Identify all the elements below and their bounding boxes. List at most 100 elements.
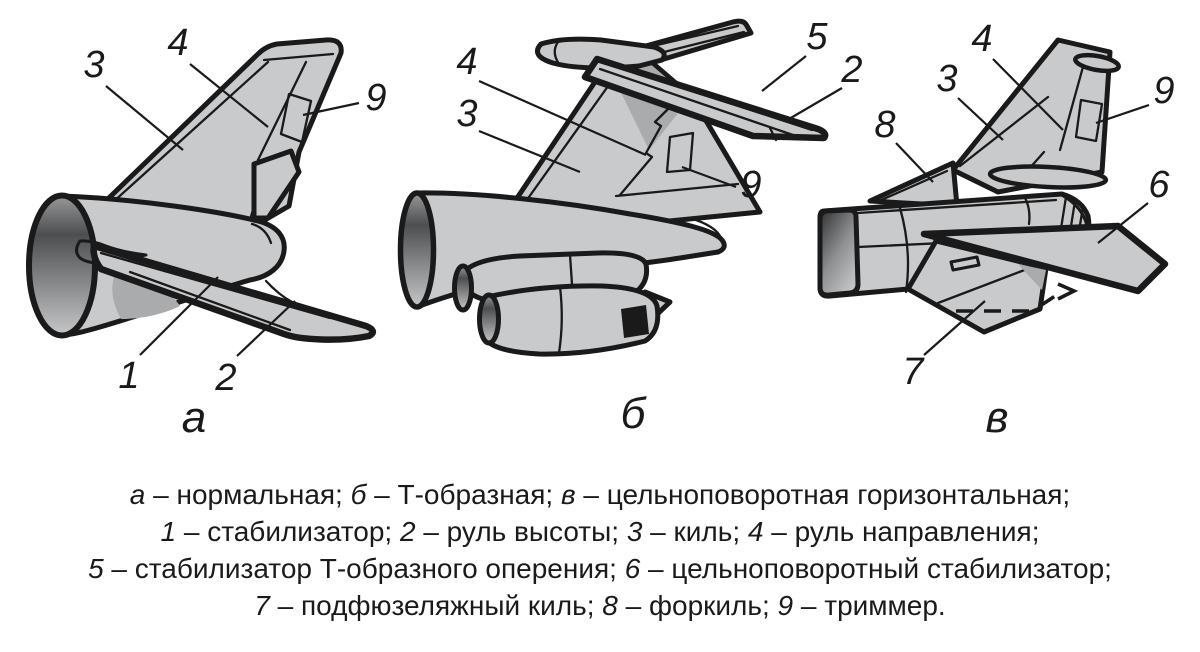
tailcone-crease bbox=[688, 216, 723, 240]
callout-number: 2 bbox=[214, 357, 236, 399]
far-engine-inlet bbox=[452, 263, 474, 313]
near-engine-inlet bbox=[477, 292, 501, 346]
ventral-fin-line bbox=[936, 264, 1037, 305]
callouts-a: 3 4 9 1 2а bbox=[83, 22, 386, 442]
diagram-label: а bbox=[182, 393, 206, 442]
diagram-normal-tail: 3 4 9 1 2а bbox=[26, 22, 387, 442]
diagram-label: в bbox=[986, 393, 1009, 442]
panel-line-rear bbox=[1022, 194, 1031, 226]
fin-spar-line bbox=[100, 60, 270, 214]
trim-tab bbox=[279, 92, 313, 144]
caption-segment: 4 bbox=[747, 516, 764, 547]
leader-line bbox=[478, 129, 581, 174]
callout-number: 8 bbox=[874, 104, 895, 146]
stabilizer-le-crease bbox=[99, 251, 332, 320]
figure-caption: а – нормальная; б – Т-образная; в – цель… bbox=[0, 476, 1200, 624]
leader-line bbox=[1097, 202, 1149, 244]
ventral-fin-shadow bbox=[1018, 264, 1046, 290]
leader-line bbox=[681, 165, 737, 189]
fuselage-opening bbox=[26, 192, 98, 339]
caption-segment: 5 bbox=[88, 553, 104, 584]
caption-segment: – киль; bbox=[642, 516, 748, 547]
far-tailplane-half bbox=[251, 148, 302, 221]
elevator-tip-chord bbox=[768, 126, 778, 142]
leader-line bbox=[895, 142, 934, 183]
caption-segment: – подфюзеляжный киль; bbox=[269, 590, 603, 621]
caption-segment: в bbox=[560, 479, 576, 510]
caption-line: 5 – стабилизатор Т-образного оперения; 6… bbox=[0, 550, 1200, 587]
trim-tab bbox=[1074, 98, 1104, 143]
deflection-dashed-diag bbox=[1039, 292, 1059, 308]
callout-number: 1 bbox=[118, 355, 139, 397]
callout-number: 9 bbox=[365, 77, 386, 119]
all-moving-stabilizer bbox=[920, 222, 1169, 295]
deflection-chevron bbox=[1057, 282, 1079, 301]
diagram-all-moving-tail: 438 9 6 7 в bbox=[817, 18, 1175, 442]
caption-segment: – Т-образная; bbox=[366, 479, 561, 510]
panel-line-front bbox=[898, 206, 910, 294]
caption-segment: б bbox=[350, 479, 367, 510]
callout-number: 9 bbox=[740, 164, 761, 206]
caption-line: а – нормальная; б – Т-образная; в – цель… bbox=[0, 476, 1200, 513]
leader-line bbox=[923, 300, 986, 356]
caption-segment: – форкиль; bbox=[617, 590, 778, 621]
leader-line bbox=[105, 85, 184, 151]
caption-segment: 1 bbox=[160, 516, 177, 547]
caption-segment: 8 bbox=[602, 590, 618, 621]
elevator-hinge-line bbox=[598, 67, 795, 137]
fin-spar-line bbox=[517, 80, 613, 213]
callout-number: 9 bbox=[1153, 70, 1174, 112]
leader-line bbox=[788, 87, 843, 120]
leader-line bbox=[957, 97, 1004, 141]
rudder-hinge-line bbox=[618, 93, 684, 197]
t-tail-bullet-fairing bbox=[535, 36, 667, 71]
caption-segment: а bbox=[129, 479, 146, 510]
tailcone-crease bbox=[250, 222, 273, 245]
callout-number: 6 bbox=[1148, 164, 1170, 206]
vertical-fin bbox=[950, 37, 1113, 195]
stabilizer-pivot-fairing bbox=[987, 164, 1109, 190]
near-engine-seam bbox=[557, 285, 563, 355]
caption-segment: 3 bbox=[626, 516, 643, 547]
fuselage-opening bbox=[397, 190, 437, 310]
engine-nozzle-panel bbox=[621, 305, 649, 338]
callout-number: 2 bbox=[840, 49, 862, 91]
callout-number: 3 bbox=[83, 44, 104, 86]
caption-segment: – руль высоты; bbox=[415, 516, 627, 547]
callout-number: 4 bbox=[167, 22, 188, 64]
callouts-v: 438 9 6 7 в bbox=[874, 18, 1174, 442]
caption-segment: – триммер. bbox=[793, 590, 946, 621]
t-tail-far-line1 bbox=[638, 24, 740, 51]
caption-segment: 6 bbox=[624, 553, 641, 584]
leader-line bbox=[761, 55, 807, 92]
leader-line bbox=[1095, 103, 1150, 125]
caption-segment: 7 bbox=[254, 590, 270, 621]
leader-line bbox=[189, 63, 269, 128]
near-half-le-line bbox=[605, 61, 814, 132]
t-tail-far-line2 bbox=[650, 30, 746, 57]
elevator-hinge-line bbox=[128, 270, 292, 332]
callout-number: 3 bbox=[936, 58, 957, 100]
callout-number: 5 bbox=[806, 16, 828, 58]
caption-line: 7 – подфюзеляжный киль; 8 – форкиль; 9 –… bbox=[0, 587, 1200, 624]
leader-line bbox=[302, 101, 360, 117]
fuselage-slot bbox=[949, 255, 981, 272]
callout-number: 4 bbox=[971, 18, 992, 60]
dorsal-fin-line bbox=[877, 169, 949, 203]
fin-tip-pod bbox=[1073, 52, 1121, 74]
bullet-nose-line bbox=[553, 40, 561, 66]
leader-line bbox=[992, 58, 1064, 131]
caption-segment: – стабилизатор; bbox=[176, 516, 400, 547]
caption-segment: 2 bbox=[399, 516, 416, 547]
leader-line bbox=[139, 276, 219, 356]
callout-number: 7 bbox=[902, 351, 925, 393]
callout-number: 3 bbox=[456, 93, 477, 135]
rudder-bottom-line bbox=[614, 182, 740, 198]
caption-segment: 9 bbox=[777, 590, 794, 621]
fin-crease-line bbox=[958, 95, 1050, 168]
fuselage-shadow bbox=[112, 272, 180, 319]
